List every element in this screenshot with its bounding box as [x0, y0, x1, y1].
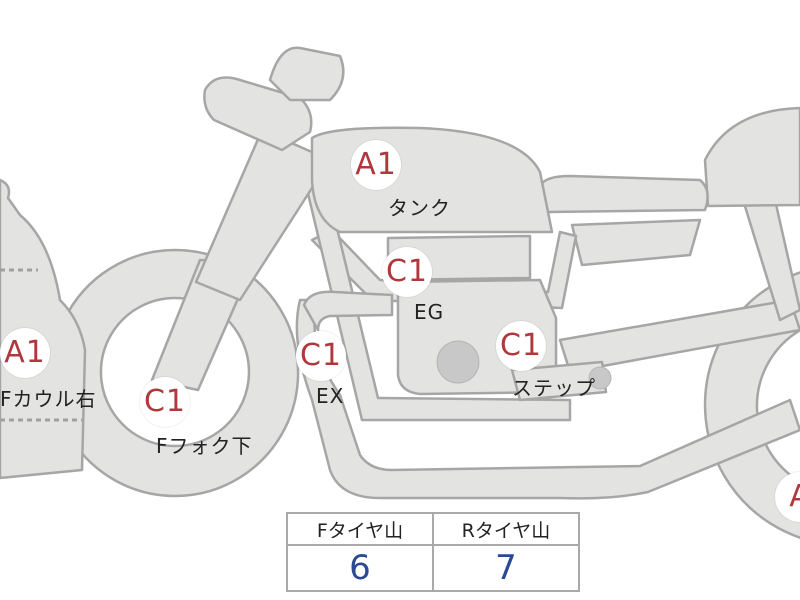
swingarm — [558, 298, 800, 374]
engine-grade-badge: C1 — [382, 247, 432, 297]
front-cowl-grade-badge: A1 — [0, 328, 50, 378]
step-grade-badge: C1 — [496, 321, 546, 371]
front-fork-label: Fフォク下 — [156, 434, 253, 458]
rear-tire-tread-header: Rタイヤ山 — [432, 512, 580, 546]
exhaust-grade-badge: C1 — [296, 331, 346, 381]
footstep — [510, 360, 608, 402]
exhaust-header — [302, 290, 394, 332]
rear-tire-tread-value: 7 — [432, 544, 580, 592]
engine-label: EG — [414, 300, 445, 324]
footpeg-disc — [588, 366, 612, 390]
tank-label: タンク — [388, 196, 451, 220]
front-fork — [194, 128, 332, 302]
front-wheel — [50, 248, 300, 498]
exhaust-label: EX — [316, 384, 345, 408]
side-cover — [570, 218, 702, 267]
front-cowl — [0, 178, 87, 480]
front-fork-grade-badge: C1 — [140, 377, 190, 427]
rear-seat — [703, 106, 800, 208]
engine-cover-disc — [436, 340, 480, 384]
exhaust-pipe — [295, 298, 800, 500]
windscreen — [268, 46, 345, 102]
seat — [538, 174, 709, 214]
front-cowl-label: Fカウル右 — [0, 387, 97, 411]
step-label: ステップ — [512, 376, 596, 400]
front-tire-tread-header: Fタイヤ山 — [286, 512, 434, 546]
front-tire-tread-value: 6 — [286, 544, 434, 592]
tire-tread-table: Fタイヤ山 Rタイヤ山 6 7 — [286, 512, 580, 592]
tank-grade-badge: A1 — [351, 140, 401, 190]
